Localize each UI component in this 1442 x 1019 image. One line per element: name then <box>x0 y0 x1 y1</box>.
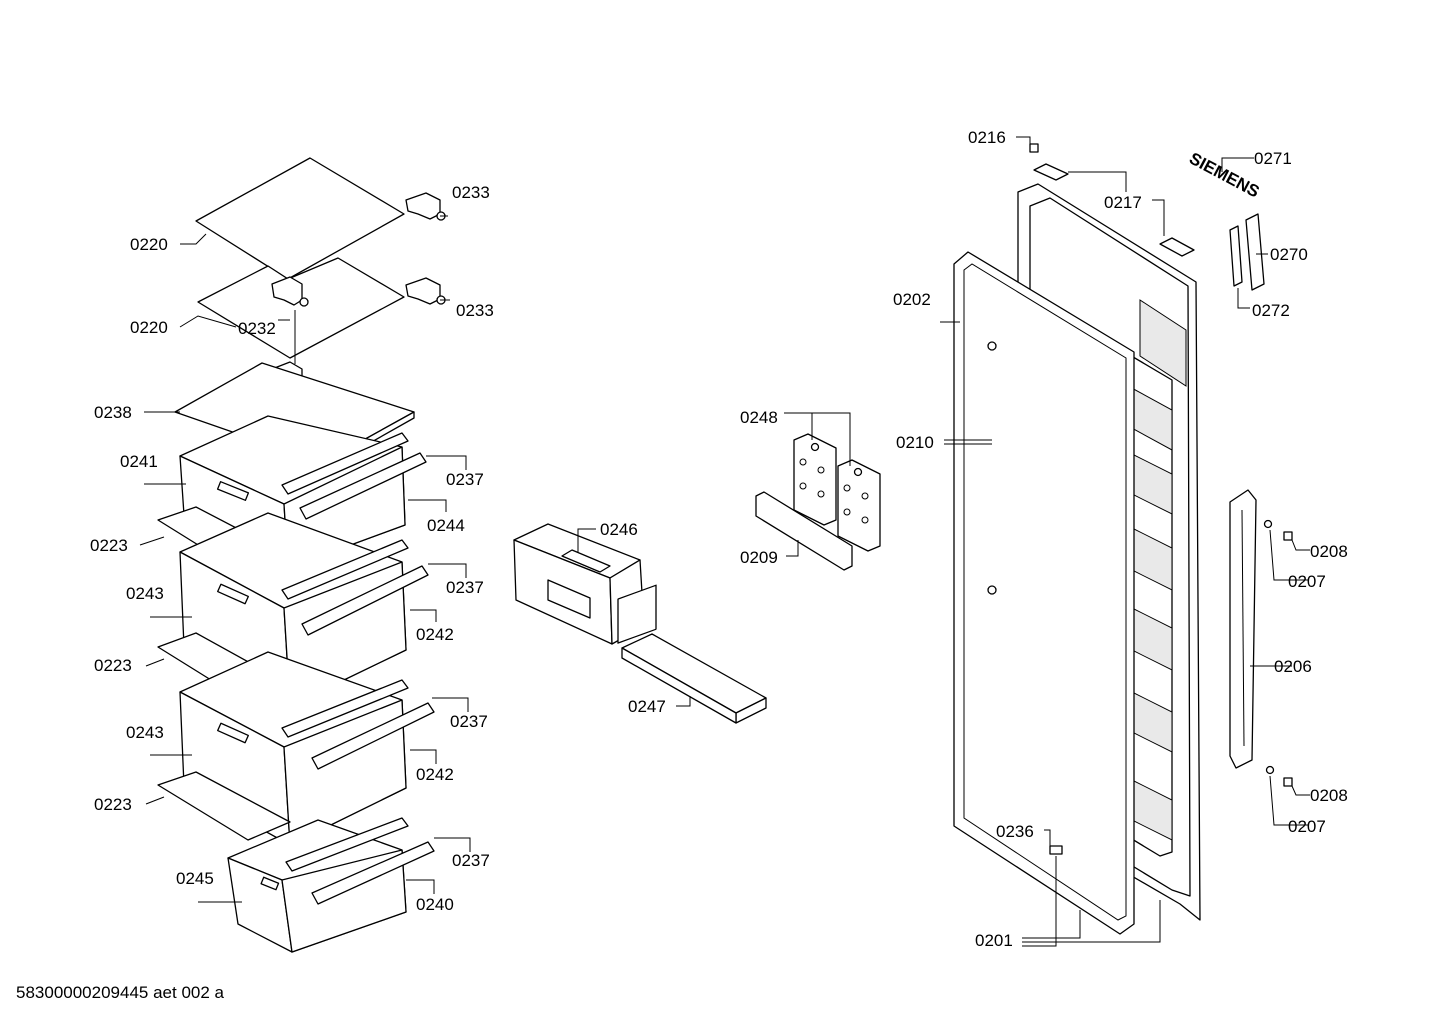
drawer-lower <box>179 651 435 846</box>
shelf-bracket-right-lower <box>405 277 446 305</box>
cold-pack-holder <box>755 491 853 571</box>
label-0208-lower: 0208 <box>1310 786 1348 805</box>
label-0237-3: 0237 <box>450 712 488 731</box>
label-0223-3: 0223 <box>94 795 132 814</box>
label-0242-2: 0242 <box>416 765 454 784</box>
door-top-plug <box>1029 143 1039 153</box>
handle-cap-upper <box>1283 531 1293 541</box>
door-handle <box>1229 489 1257 769</box>
label-0236: 0236 <box>996 822 1034 841</box>
drawer-divider-plate-3 <box>157 771 291 841</box>
label-0223-2: 0223 <box>94 656 132 675</box>
label-0233-lower: 0233 <box>456 301 494 320</box>
hinge-cover <box>1229 225 1243 287</box>
label-0243-2: 0243 <box>126 723 164 742</box>
label-0220-lower: 0220 <box>130 318 168 337</box>
siemens-logo: SIEMENS <box>1186 149 1262 202</box>
label-0240: 0240 <box>416 895 454 914</box>
label-0232: 0232 <box>238 319 276 338</box>
label-0245: 0245 <box>176 869 214 888</box>
gasket-screw-lower <box>987 585 997 595</box>
label-0246: 0246 <box>600 520 638 539</box>
handle-screw-lower <box>1265 765 1275 775</box>
label-0201: 0201 <box>975 931 1013 950</box>
glass-shelf-middle <box>197 257 405 359</box>
label-0216: 0216 <box>968 128 1006 147</box>
gasket-screw-upper <box>987 341 997 351</box>
label-0202: 0202 <box>893 290 931 309</box>
label-0243-1: 0243 <box>126 584 164 603</box>
leader-lines <box>139 136 1310 947</box>
label-0247: 0247 <box>628 697 666 716</box>
door-top-cap-left <box>1033 163 1069 181</box>
cold-pack-left <box>793 433 837 526</box>
drawing-reference-number: 58300000209445 aet 002 a <box>16 983 225 1002</box>
shelf-bracket-center-upper <box>271 276 309 307</box>
handle-cap-lower <box>1283 777 1293 787</box>
label-0223-1: 0223 <box>90 536 128 555</box>
door-top-cap-right <box>1159 237 1195 257</box>
label-0237-4: 0237 <box>452 851 490 870</box>
label-0208-upper: 0208 <box>1310 542 1348 561</box>
label-0210: 0210 <box>896 433 934 452</box>
label-0233-upper: 0233 <box>452 183 490 202</box>
label-0217: 0217 <box>1104 193 1142 212</box>
label-0272: 0272 <box>1252 301 1290 320</box>
hinge-part <box>1245 213 1265 291</box>
glass-shelf-top <box>195 157 405 280</box>
ice-tray <box>621 633 767 724</box>
label-0237-1: 0237 <box>446 470 484 489</box>
part-number-labels: 0220 0233 0220 0233 0232 0238 0241 0237 … <box>90 128 1348 950</box>
label-0220-upper: 0220 <box>130 235 168 254</box>
drawer-bottom <box>227 817 435 953</box>
label-0237-2: 0237 <box>446 578 484 597</box>
label-0242-1: 0242 <box>416 625 454 644</box>
door-bottom-clip <box>1049 845 1063 855</box>
shelf-bracket-right-upper <box>405 192 446 221</box>
label-0206: 0206 <box>1274 657 1312 676</box>
label-0241: 0241 <box>120 452 158 471</box>
label-0207-lower: 0207 <box>1288 817 1326 836</box>
label-0244: 0244 <box>427 516 465 535</box>
label-0248: 0248 <box>740 408 778 427</box>
label-0209: 0209 <box>740 548 778 567</box>
label-0238: 0238 <box>94 403 132 422</box>
label-0270: 0270 <box>1270 245 1308 264</box>
label-0271: 0271 <box>1254 149 1292 168</box>
ice-maker-box <box>513 523 657 645</box>
label-0207-upper: 0207 <box>1288 572 1326 591</box>
siemens-logo-text: SIEMENS <box>1186 149 1262 202</box>
door-gasket <box>953 251 1135 935</box>
cold-pack-right <box>837 459 881 552</box>
handle-screw-upper <box>1263 519 1273 529</box>
